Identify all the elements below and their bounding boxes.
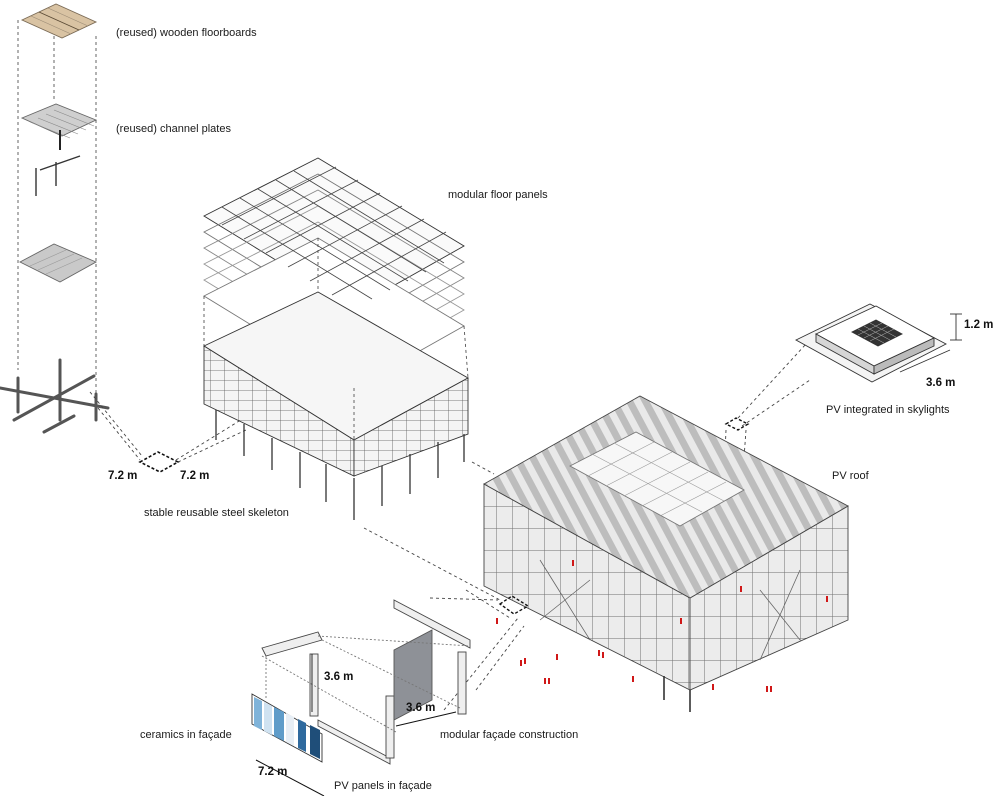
component-stack bbox=[0, 3, 247, 473]
wooden-floorboards bbox=[20, 3, 98, 39]
pv-gray-panel bbox=[393, 629, 433, 721]
facade-module-detail bbox=[251, 599, 471, 796]
label-modular-floor-panels: modular floor panels bbox=[448, 189, 548, 201]
label-wooden-floorboards: (reused) wooden floorboards bbox=[116, 27, 257, 39]
dimension-ticks bbox=[311, 654, 457, 727]
skylight-marker bbox=[724, 417, 750, 431]
label-steel-skeleton: stable reusable steel skeleton bbox=[144, 507, 289, 519]
channel-plates bbox=[20, 103, 98, 150]
facade-marker bbox=[498, 595, 530, 615]
dimension-skylight-height: 1.2 m bbox=[964, 319, 994, 331]
connector-beams bbox=[35, 155, 81, 196]
gray-floor-plate bbox=[19, 243, 98, 283]
building-model bbox=[483, 395, 849, 712]
steel-skeleton bbox=[203, 238, 469, 520]
label-pv-skylights: PV integrated in skylights bbox=[826, 404, 950, 416]
dimension-facade-height: 3.6 m bbox=[324, 671, 354, 683]
stack-guide-lines bbox=[17, 20, 97, 395]
people-figures bbox=[496, 560, 828, 692]
label-pv-roof: PV roof bbox=[832, 470, 869, 482]
label-pv-panels-facade: PV panels in façade bbox=[334, 780, 432, 792]
label-modular-facade: modular façade construction bbox=[440, 729, 579, 741]
label-ceramics-facade: ceramics in façade bbox=[140, 729, 232, 741]
steel-node-cross bbox=[0, 358, 110, 434]
dimension-facade-depth: 3.6 m bbox=[406, 702, 436, 714]
dimension-facade-width: 7.2 m bbox=[258, 766, 288, 778]
label-channel-plates: (reused) channel plates bbox=[116, 123, 231, 135]
skylight-detail bbox=[724, 303, 962, 431]
dimension-grid-width: 7.2 m bbox=[108, 470, 138, 482]
grid-module-square bbox=[138, 451, 180, 473]
dimension-grid-depth: 7.2 m bbox=[180, 470, 210, 482]
dimension-skylight-width: 3.6 m bbox=[926, 377, 956, 389]
